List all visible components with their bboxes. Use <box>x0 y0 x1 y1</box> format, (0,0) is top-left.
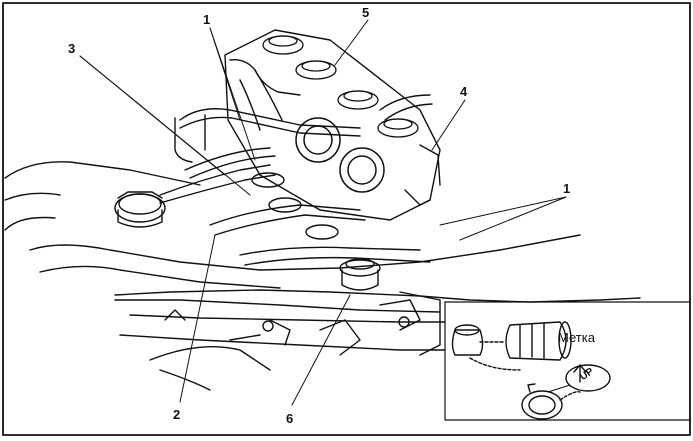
inset-panel <box>444 301 691 421</box>
callout-4: 4 <box>460 84 468 99</box>
callout-6: 6 <box>286 411 294 426</box>
hoses <box>159 94 433 266</box>
intake-ports <box>251 172 381 291</box>
callout-1-right: 1 <box>563 181 571 196</box>
leader-lines <box>79 19 567 406</box>
figure-frame <box>2 2 691 436</box>
callout-1-top: 1 <box>203 12 211 27</box>
engine-lower-detail <box>149 299 421 391</box>
callout-3: 3 <box>68 41 76 56</box>
throttle-body-bank <box>224 29 441 221</box>
fuel-filler-cap <box>114 191 166 228</box>
callout-2: 2 <box>173 407 181 422</box>
callout-5: 5 <box>362 5 370 20</box>
inset-mark-label: Метка <box>558 330 595 345</box>
